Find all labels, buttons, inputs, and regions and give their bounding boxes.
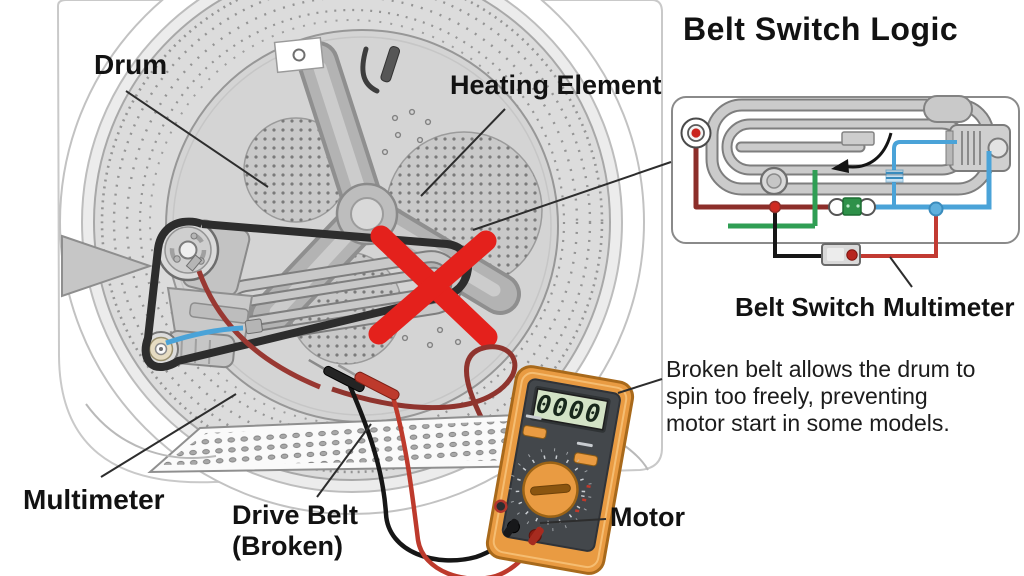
drum-illustration (59, 0, 645, 515)
drive-belt-label: Drive Belt (Broken) (232, 500, 359, 562)
blue-junction-dot (928, 201, 944, 217)
drum-top-bracket (273, 36, 325, 74)
circuit-green-wire (728, 170, 818, 229)
multimeter-right-leader (889, 256, 913, 288)
amp-jack (494, 499, 508, 514)
motor-blue-wire (165, 325, 244, 346)
circuit-red-wire (693, 140, 835, 210)
motor-leader (539, 518, 607, 524)
circuit-blue-wires (874, 140, 992, 210)
circuit-sensor-block (841, 131, 875, 146)
belt-switch-component (821, 243, 861, 266)
leader-lines (100, 90, 913, 524)
black-probe (308, 358, 365, 393)
explanation-caption: Broken belt allows the drum to spin too … (666, 356, 976, 436)
motor-wire-connector (185, 254, 203, 272)
red-probe (337, 364, 400, 401)
heater-tap-connector (885, 169, 904, 183)
blue-wire-connector (244, 318, 263, 335)
circuit-capacitor (923, 95, 973, 123)
multimeter-device: 0000 (485, 365, 635, 575)
caption-leader (617, 378, 663, 394)
drive-belt (141, 217, 472, 372)
range-button (522, 425, 547, 439)
dial-tick-marks (515, 454, 586, 525)
circuit-switch-red-wire (860, 215, 938, 258)
multimeter-left-leader (100, 393, 237, 478)
logic-panel-title: Belt Switch Logic (683, 11, 959, 47)
red-junction-dot (768, 200, 782, 214)
drum-leader (125, 90, 269, 188)
broken-belt-arrow (831, 132, 893, 173)
drum-baffle (61, 234, 154, 298)
heating-element-leader (420, 108, 506, 197)
red-x-icon (368, 225, 498, 348)
belt-switch-label: Belt Switch (735, 292, 876, 322)
red-test-lead (388, 389, 539, 576)
lcd-display (531, 388, 609, 431)
circuit-black-wire (773, 207, 822, 258)
multimeter-label-left: Multimeter (23, 484, 165, 515)
dial-pointer-slot (530, 483, 571, 496)
circuit-terminal (680, 117, 712, 149)
circuit-motor (945, 124, 1011, 172)
black-plug (503, 518, 519, 538)
green-connector (828, 197, 876, 216)
motor-label: Motor (610, 502, 685, 532)
hold-button (573, 452, 598, 467)
multimeter-label-right: Multimeter (883, 292, 1015, 322)
heating-element-label: Heating Element (450, 70, 662, 100)
red-plug (528, 526, 544, 546)
circuit-to-drum-leader (472, 161, 672, 231)
logic-circuit-panel (671, 95, 1020, 266)
drive-belt-leader (316, 423, 372, 498)
motor-red-wire (196, 270, 321, 390)
belt-switch-lever (360, 46, 401, 94)
drum-label: Drum (94, 49, 168, 80)
